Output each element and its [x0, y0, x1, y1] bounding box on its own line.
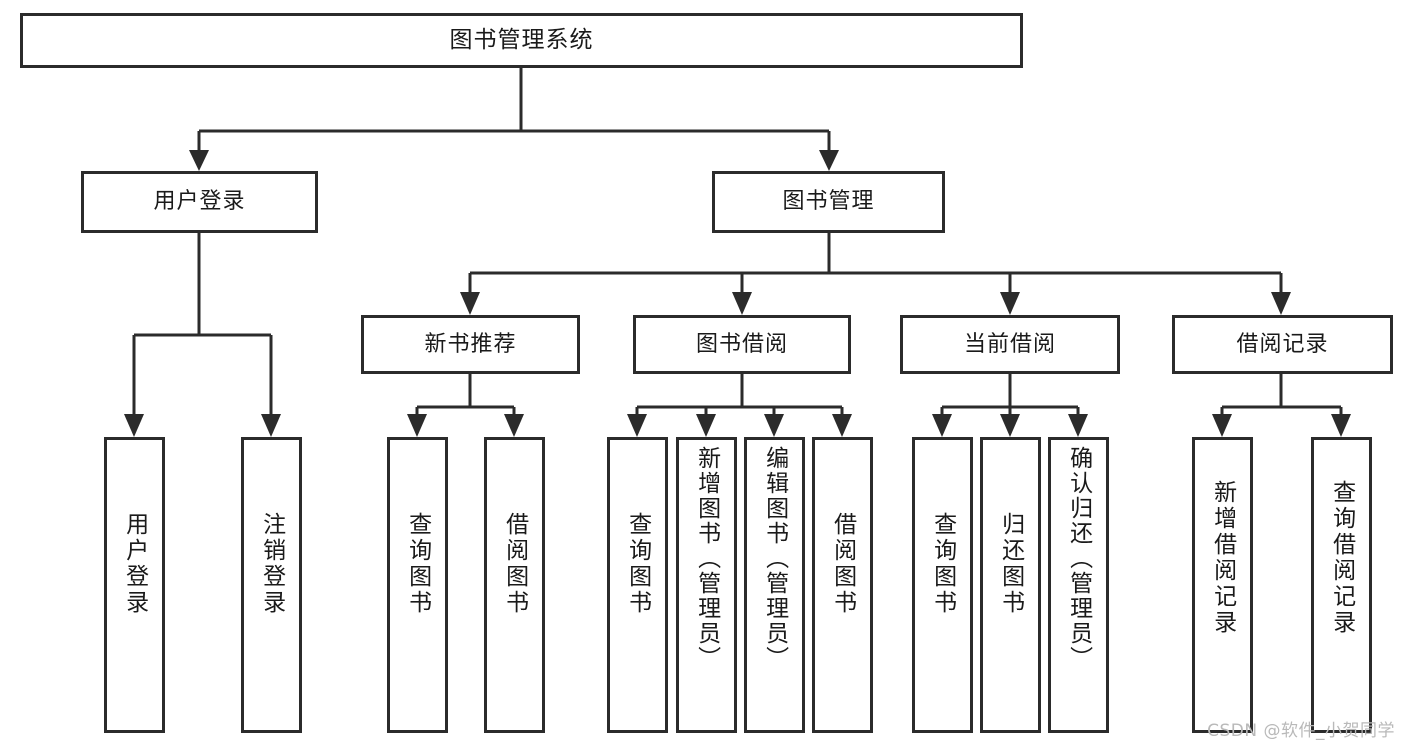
node-label: 借阅图书 — [501, 512, 528, 616]
node-label: 图书管理 — [782, 189, 875, 215]
node-label: 新增借阅记录 — [1209, 480, 1236, 636]
leaf-confirm-return-admin[interactable]: 确认归还（管理员） — [1048, 437, 1109, 733]
node-root[interactable]: 图书管理系统 — [20, 13, 1023, 68]
node-label: 新增图书（管理员） — [693, 446, 720, 671]
leaf-query-borrow-record[interactable]: 查询借阅记录 — [1311, 437, 1372, 733]
node-label: 注销登录 — [258, 512, 285, 616]
node-label: 查询借阅记录 — [1328, 480, 1355, 636]
node-label: 编辑图书（管理员） — [761, 446, 788, 671]
node-label: 用户登录 — [153, 189, 246, 215]
leaf-borrow-book-recommend[interactable]: 借阅图书 — [484, 437, 545, 733]
leaf-query-book-recommend[interactable]: 查询图书 — [387, 437, 448, 733]
node-new-book-recommend[interactable]: 新书推荐 — [361, 315, 580, 374]
node-label: 借阅图书 — [829, 512, 856, 616]
node-borrow-record[interactable]: 借阅记录 — [1172, 315, 1393, 374]
node-label: 查询图书 — [624, 512, 651, 616]
node-label: 图书管理系统 — [449, 27, 594, 54]
leaf-logout[interactable]: 注销登录 — [241, 437, 302, 733]
node-label: 图书借阅 — [695, 331, 788, 357]
leaf-add-borrow-record[interactable]: 新增借阅记录 — [1192, 437, 1253, 733]
node-label: 用户登录 — [121, 512, 148, 616]
node-user-login[interactable]: 用户登录 — [81, 171, 318, 233]
node-label: 查询图书 — [404, 512, 431, 616]
node-current-borrow[interactable]: 当前借阅 — [900, 315, 1120, 374]
node-book-management[interactable]: 图书管理 — [712, 171, 945, 233]
leaf-borrow-book[interactable]: 借阅图书 — [812, 437, 873, 733]
node-label: 归还图书 — [997, 512, 1024, 616]
leaf-user-login[interactable]: 用户登录 — [104, 437, 165, 733]
node-book-borrow[interactable]: 图书借阅 — [633, 315, 851, 374]
leaf-add-book-admin[interactable]: 新增图书（管理员） — [676, 437, 737, 733]
leaf-query-book-current[interactable]: 查询图书 — [912, 437, 973, 733]
leaf-return-book[interactable]: 归还图书 — [980, 437, 1041, 733]
leaf-edit-book-admin[interactable]: 编辑图书（管理员） — [744, 437, 805, 733]
watermark: CSDN @软件_小贺同学 — [1207, 721, 1395, 741]
node-label: 借阅记录 — [1236, 331, 1329, 357]
node-label: 新书推荐 — [424, 331, 517, 357]
node-label: 当前借阅 — [963, 331, 1056, 357]
node-label: 查询图书 — [929, 512, 956, 616]
leaf-query-book-borrow[interactable]: 查询图书 — [607, 437, 668, 733]
node-label: 确认归还（管理员） — [1065, 446, 1092, 671]
